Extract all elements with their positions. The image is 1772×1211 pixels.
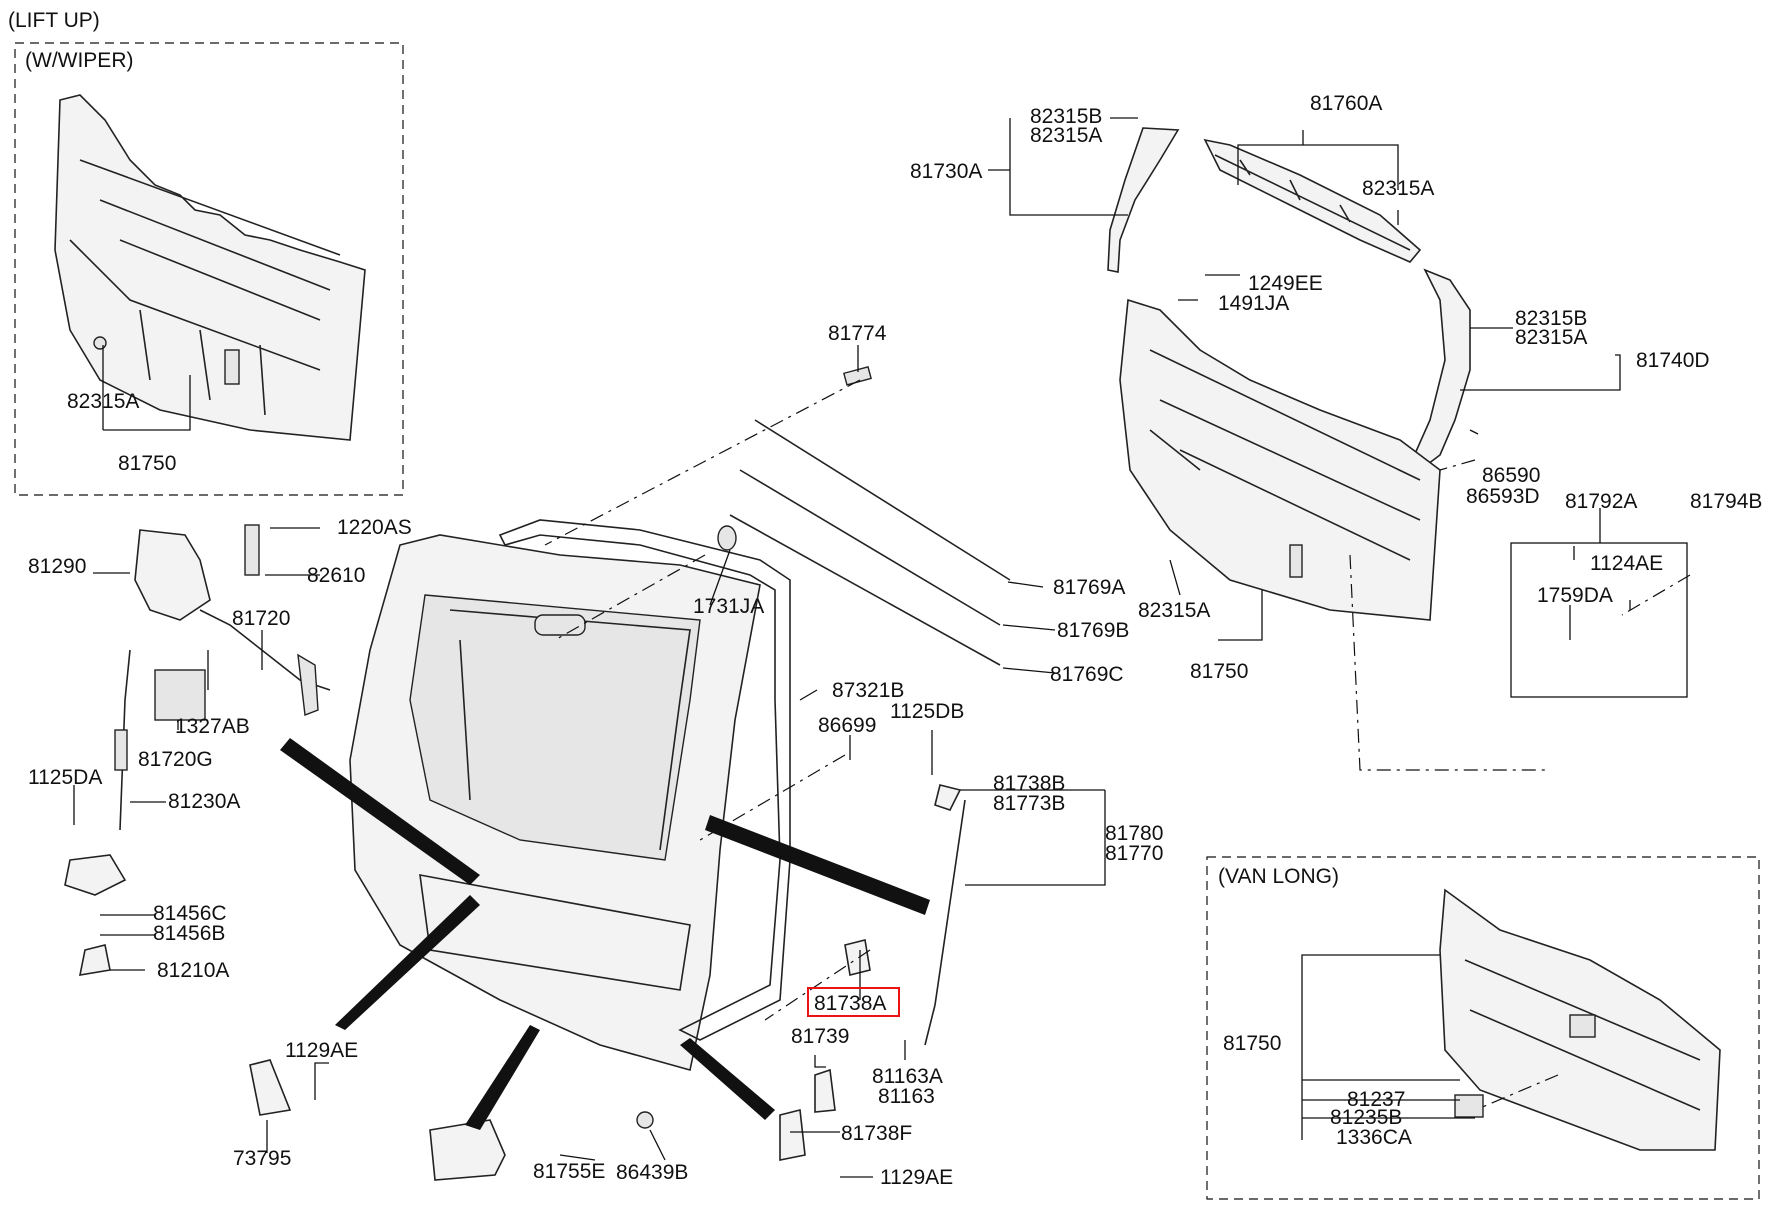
section-labels: (LIFT UP) (W/WIPER) (VAN LONG) [8,9,1339,888]
gas-strut-81780 [844,784,966,1046]
part-label-81774: 81774 [828,322,887,345]
dashed-links [544,379,1691,1109]
leader-lines [73,117,1631,1178]
support-rods [717,365,1011,666]
part-label-81730A: 81730A [910,160,982,183]
part-label-81720: 81720 [232,607,290,630]
part-label-81163: 81163 [878,1085,935,1108]
part-label-1759DA: 1759DA [1537,584,1613,607]
trim-side-left-81730A [1107,127,1180,273]
van-long-section-frame [1206,856,1760,1200]
trim-upper-81760A [1203,138,1422,263]
part-label-82315A: 82315A [67,390,139,413]
trim-panel-van-long [1439,888,1721,1151]
part-label-81755E: 81755E [533,1160,605,1183]
part-labels: 82315B 82315A 81730A 81760A 82315A 1249E… [28,92,1762,1189]
part-label-86590: 86590 [1482,464,1540,487]
part-label-81456B: 81456B [153,922,225,945]
part-label-82610: 82610 [307,564,365,587]
trim-side-right-81740D [1408,268,1471,471]
part-label-1327AB: 1327AB [175,715,250,738]
part-label-81740D: 81740D [1636,349,1710,372]
part-label-81738A: 81738A [814,992,886,1015]
part-label-81738B: 81738B [993,772,1065,795]
part-label-81769A: 81769A [1053,576,1125,599]
part-label-1249EE: 1249EE [1248,272,1323,295]
part-label-81456C: 81456C [153,902,227,925]
part-label-82315A: 82315A [1362,177,1434,200]
bottom-parts [429,1068,836,1181]
tailgate-body [349,534,761,1071]
part-label-81794B: 81794B [1690,490,1762,513]
part-label-87321B: 87321B [832,679,904,702]
part-label-1220AS: 1220AS [337,516,412,539]
highlight-box-81738A [807,987,900,1017]
part-label-82315A: 82315A [1515,326,1587,349]
weatherstrip-87321B [498,519,791,1041]
part-label-1336CA: 1336CA [1336,1126,1412,1149]
indicator-arrows [280,738,930,1130]
section-wiper: (W/WIPER) [25,49,133,72]
part-label-81750: 81750 [118,452,176,475]
part-label-1125DB: 1125DB [890,700,964,723]
part-label-81760A: 81760A [1310,92,1382,115]
part-label-81792A: 81792A [1565,490,1637,513]
part-label-81773B: 81773B [993,792,1065,815]
part-label-86439B: 86439B [616,1161,688,1184]
part-label-81780: 81780 [1105,822,1163,845]
part-label-81720G: 81720G [138,748,213,771]
part-label-81290: 81290 [28,555,86,578]
lock-assembly-81290 [64,524,331,1116]
trim-panel-wiper [54,94,366,441]
part-label-86699: 86699 [818,714,876,737]
part-label-81739: 81739 [791,1025,849,1048]
part-label-1129AE: 1129AE [880,1166,953,1189]
parts-group-box-81792A [1510,542,1688,698]
part-label-1124AE: 1124AE [1590,552,1663,575]
part-label-81769B: 81769B [1057,619,1129,642]
part-label-73795: 73795 [233,1147,291,1170]
trim-panel-81750 [1119,298,1441,621]
part-label-81769C: 81769C [1050,663,1124,686]
part-label-82315A: 82315A [1030,124,1102,147]
part-label-81750: 81750 [1223,1032,1281,1055]
part-label-81750: 81750 [1190,660,1248,683]
part-label-82315A: 82315A [1138,599,1210,622]
part-label-82315B: 82315B [1030,105,1102,128]
part-label-1125DA: 1125DA [28,766,102,789]
section-van-long: (VAN LONG) [1218,865,1339,888]
part-label-86593D: 86593D [1466,485,1540,508]
part-label-81235B: 81235B [1330,1106,1402,1129]
part-label-81770: 81770 [1105,842,1163,865]
part-label-81738F: 81738F [841,1122,912,1145]
part-label-82315B: 82315B [1515,307,1587,330]
part-label-1491JA: 1491JA [1218,292,1289,315]
part-label-1731JA: 1731JA [693,595,764,618]
part-label-1129AE: 1129AE [285,1039,358,1062]
part-label-81230A: 81230A [168,790,240,813]
part-label-81237: 81237 [1347,1088,1405,1111]
section-lift-up: (LIFT UP) [8,9,100,32]
part-label-81210A: 81210A [157,959,229,982]
part-label-81163A: 81163A [872,1065,943,1088]
